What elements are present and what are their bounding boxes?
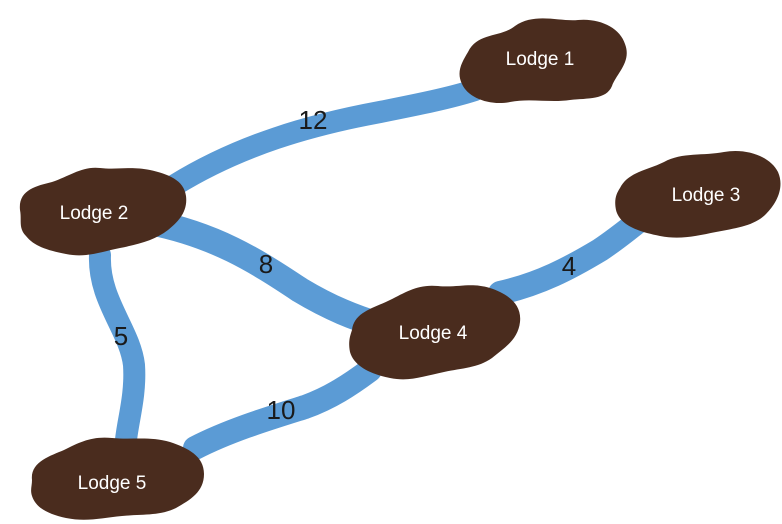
edge-weight-lodge2-lodge5: 5 — [114, 321, 128, 351]
node-label-lodge-3: Lodge 3 — [672, 185, 741, 206]
edge-weight-lodge2-lodge1: 12 — [299, 105, 328, 135]
node-labels: Lodge 1 Lodge 2 Lodge 3 Lodge 4 Lodge 5 — [60, 49, 741, 494]
nodes — [19, 18, 781, 520]
node-label-lodge-1: Lodge 1 — [506, 49, 575, 70]
node-label-lodge-5: Lodge 5 — [78, 473, 147, 494]
edge-weight-lodge4-lodge3: 4 — [562, 251, 576, 281]
edge-lodge4-lodge3 — [488, 208, 652, 305]
edge-labels: 12 8 5 4 10 — [114, 105, 576, 425]
edge-weight-lodge5-lodge4: 10 — [267, 395, 296, 425]
node-lodge-2-shape — [19, 167, 187, 256]
node-lodge-5-shape — [31, 437, 204, 520]
edge-weight-lodge2-lodge4: 8 — [259, 249, 273, 279]
edge-lodge2-lodge4 — [137, 209, 395, 339]
edge-lodge5-lodge4 — [183, 358, 382, 460]
edge-lodge2-lodge5 — [88, 244, 146, 451]
node-lodge-3-shape — [615, 150, 781, 238]
node-label-lodge-2: Lodge 2 — [60, 203, 129, 224]
node-lodge-1-shape — [459, 18, 627, 104]
node-lodge-4-shape — [349, 285, 521, 380]
node-label-lodge-4: Lodge 4 — [399, 323, 468, 344]
edges — [88, 79, 652, 460]
edge-lodge2-lodge1 — [164, 79, 486, 196]
